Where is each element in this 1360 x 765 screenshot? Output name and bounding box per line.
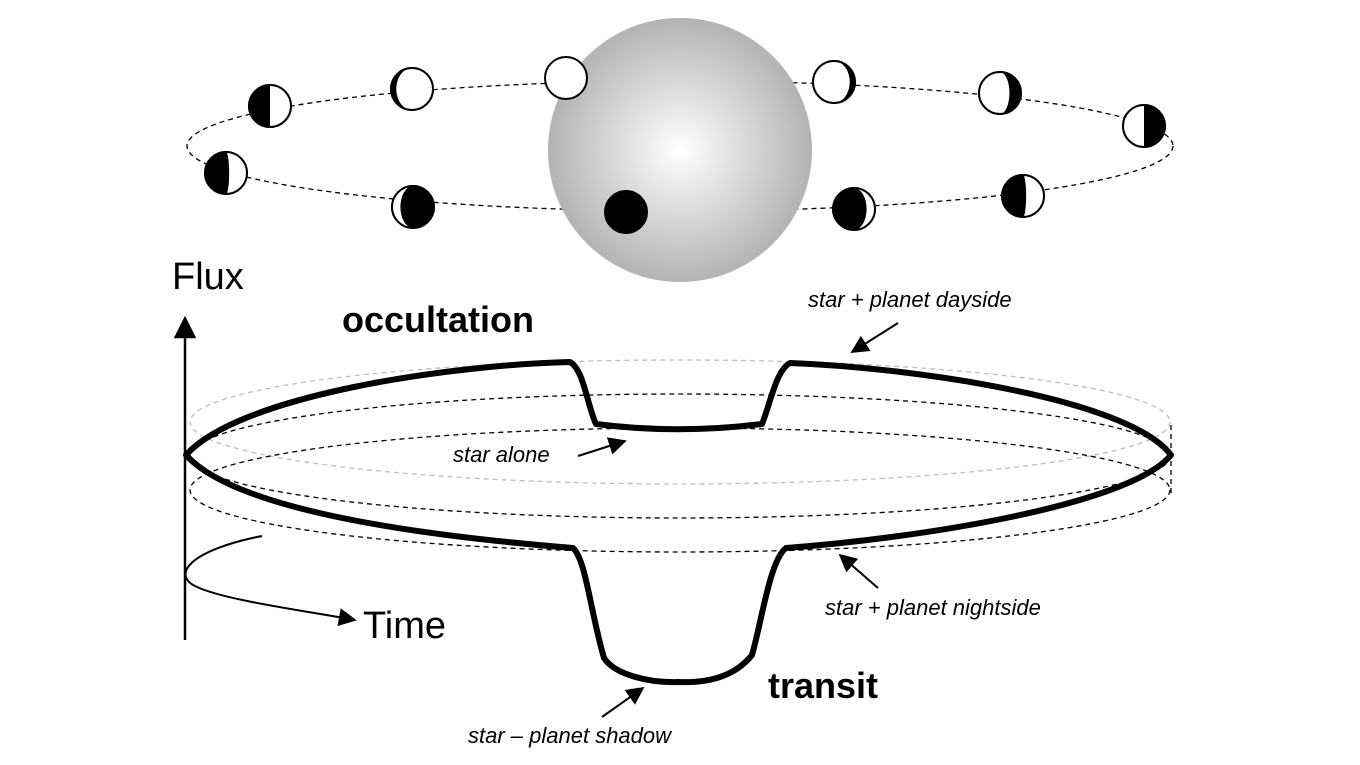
- planet-11: [391, 185, 435, 229]
- planet-10: [204, 151, 248, 195]
- dayside-arrow: [850, 322, 899, 353]
- planet-7: [544, 56, 588, 100]
- nightside-arrow: [838, 553, 879, 589]
- planet-4: [1122, 104, 1166, 148]
- time-axis-label: Time: [363, 605, 447, 647]
- planet-phases: [204, 56, 1166, 234]
- transit-label: transit: [768, 665, 879, 706]
- flux-axis-label: Flux: [172, 256, 244, 298]
- shadow-arrow: [601, 686, 645, 718]
- guide-ellipse-middle: [189, 393, 1171, 519]
- phase-curve: [183, 359, 1174, 686]
- star-alone-arrow: [577, 437, 627, 457]
- shadow-label: star – planet shadow: [468, 723, 672, 748]
- dayside-label: star + planet dayside: [808, 287, 1012, 312]
- planet-2: [832, 187, 876, 231]
- guide-ellipse-lower: [189, 427, 1171, 553]
- planet-3: [1001, 174, 1045, 218]
- time-arrow: [184, 535, 357, 626]
- occultation-label: occultation: [342, 299, 535, 340]
- planet-5: [978, 71, 1022, 115]
- guide-ellipse-upper: [189, 359, 1171, 485]
- planet-9: [248, 84, 292, 128]
- planet-6: [812, 60, 856, 104]
- nightside-label: star + planet nightside: [825, 595, 1041, 620]
- star-sphere: [548, 18, 812, 282]
- planet-8: [390, 67, 434, 111]
- star-alone-label: star alone: [453, 442, 550, 467]
- planet-1: [604, 190, 648, 234]
